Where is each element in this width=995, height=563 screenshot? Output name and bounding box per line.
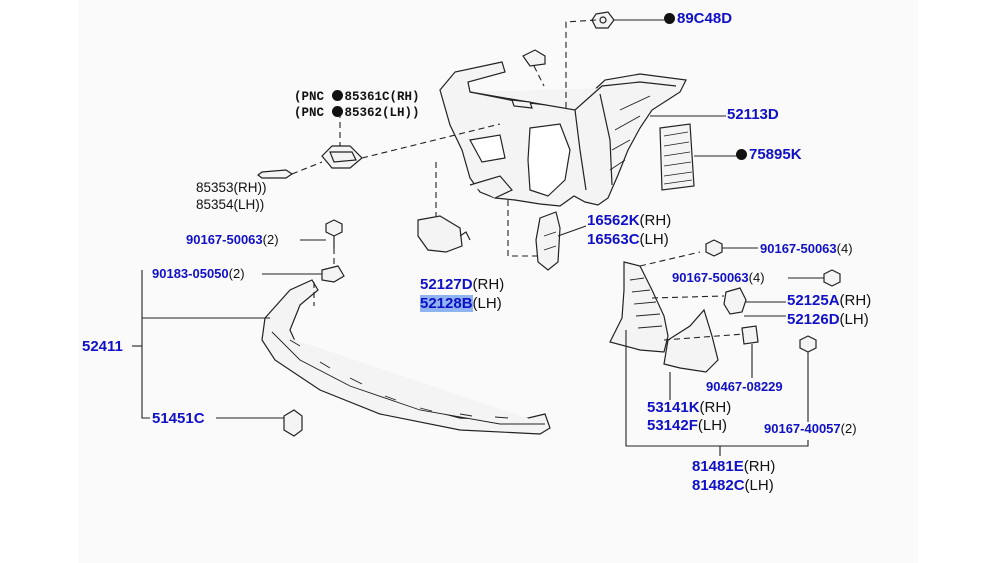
black-dot-icon <box>736 149 747 160</box>
black-dot-icon <box>331 106 343 117</box>
part-52125a[interactable]: 52125A <box>787 292 840 309</box>
bolt-left-part <box>325 219 343 248</box>
label-90167-50063-right-upper: 90167-50063(4) <box>760 240 853 258</box>
part-16562k[interactable]: 16562K <box>587 212 640 229</box>
rh-suffix: (RH) <box>743 458 776 475</box>
label-52126d: 52126D(LH) <box>787 311 869 329</box>
label-90167-50063-left: 90167-50063(2) <box>186 231 279 249</box>
part-85354[interactable]: 85354(LH)) <box>196 197 265 212</box>
sensor-retainer-part <box>321 145 363 169</box>
nut-hole <box>599 16 607 24</box>
label-90467-08229: 90467-08229 <box>706 378 783 396</box>
part-90167-50063-right-mid[interactable]: 90167-50063 <box>672 270 749 285</box>
label-85353: 85353(RH)) <box>196 179 267 197</box>
label-81482c: 81482C(LH) <box>692 477 774 495</box>
part-90467-08229[interactable]: 90467-08229 <box>706 379 783 394</box>
part-51451c[interactable]: 51451C <box>152 410 205 427</box>
label-90167-50063-right-mid: 90167-50063(4) <box>672 269 765 287</box>
lh-suffix: (LH) <box>744 477 774 494</box>
part-53142f[interactable]: 53142F <box>647 417 698 434</box>
lh-suffix: (LH) <box>839 311 869 328</box>
dashed-lines <box>291 19 745 341</box>
part-52126d[interactable]: 52126D <box>787 311 840 328</box>
rh-suffix: (RH) <box>472 276 505 293</box>
pnc-85361c[interactable]: 85361C(RH) <box>344 90 420 104</box>
sensor-retainer-inner <box>329 151 357 163</box>
part-90167-50063-right-upper[interactable]: 90167-50063 <box>760 241 837 256</box>
part-52113d[interactable]: 52113D <box>727 106 779 123</box>
part-90167-50063-left[interactable]: 90167-50063 <box>186 232 263 247</box>
black-dot-icon <box>331 90 343 101</box>
part-52128b[interactable]: 52128B <box>420 295 473 312</box>
lower-absorber-part <box>261 279 551 435</box>
label-pnc-85362: (PNC 85362(LH)) <box>294 104 420 122</box>
label-52128b: 52128B(LH) <box>420 295 502 313</box>
clip-90467-part <box>741 325 759 345</box>
label-52411: 52411 <box>82 338 123 356</box>
part-81482c[interactable]: 81482C <box>692 477 745 494</box>
label-52127d: 52127D(RH) <box>420 276 504 294</box>
label-75895k: 75895K <box>736 146 802 164</box>
bolt-40057-part <box>799 335 817 353</box>
black-dot-icon <box>664 13 675 24</box>
rh-suffix: (RH) <box>639 212 672 229</box>
side-grille-part <box>609 261 669 353</box>
label-89c48d: 89C48D <box>664 10 732 28</box>
bumper-cover-part <box>439 61 687 207</box>
pad-52113d-part <box>659 123 695 191</box>
pnc-85362[interactable]: 85362(LH)) <box>344 106 420 120</box>
part-75895k[interactable]: 75895K <box>749 146 802 163</box>
lh-suffix: (LH) <box>639 231 669 248</box>
clip-part <box>522 49 546 67</box>
label-16563c: 16563C(LH) <box>587 231 669 249</box>
sensor-part <box>257 169 294 179</box>
qty-suffix: (4) <box>836 241 853 256</box>
label-90167-40057: 90167-40057(2) <box>764 420 857 438</box>
rh-suffix: (RH) <box>699 399 732 416</box>
label-53142f: 53142F(LH) <box>647 417 727 435</box>
tow-hook-cover-part <box>417 215 463 253</box>
label-52113d: 52113D <box>727 106 779 124</box>
qty-suffix: (2) <box>840 421 857 436</box>
garnish-81481e-part <box>663 308 719 373</box>
label-51451c: 51451C <box>152 410 205 428</box>
pnc-prefix: (PNC <box>294 90 325 104</box>
label-52125a: 52125A(RH) <box>787 292 871 310</box>
pnc-prefix: (PNC <box>294 106 325 120</box>
label-81481e: 81481E(RH) <box>692 458 775 476</box>
label-53141k: 53141K(RH) <box>647 399 731 417</box>
bolt-right-upper-part <box>705 239 723 257</box>
qty-suffix: (4) <box>748 270 765 285</box>
rh-suffix: (RH) <box>839 292 872 309</box>
qty-suffix: (2) <box>228 266 245 281</box>
label-85354: 85354(LH)) <box>196 196 264 214</box>
lh-suffix: (LH) <box>697 417 728 434</box>
bracket-52125a-part <box>723 287 747 315</box>
side-bracket-part <box>535 211 561 271</box>
part-90183-05050[interactable]: 90183-05050 <box>152 266 229 281</box>
part-52411[interactable]: 52411 <box>82 338 123 355</box>
lh-suffix: (LH) <box>472 295 502 312</box>
part-81481e[interactable]: 81481E <box>692 458 744 475</box>
part-16563c[interactable]: 16563C <box>587 231 640 248</box>
qty-suffix: (2) <box>262 232 279 247</box>
label-pnc-85361c: (PNC 85361C(RH) <box>294 88 420 106</box>
clip-51451c-part <box>283 409 303 437</box>
label-90183-05050: 90183-05050(2) <box>152 265 245 283</box>
part-90167-40057[interactable]: 90167-40057 <box>764 421 841 436</box>
part-53141k[interactable]: 53141K <box>647 399 700 416</box>
clip-90183-part <box>321 265 345 283</box>
leader-lines <box>132 19 824 456</box>
part-85353[interactable]: 85353(RH)) <box>196 180 267 195</box>
part-89c48d[interactable]: 89C48D <box>677 10 733 27</box>
side-bracket-ribs <box>543 231 557 251</box>
part-52127d[interactable]: 52127D <box>420 276 473 293</box>
tow-hook-cover-tab <box>459 231 471 241</box>
bolt-right-mid-part <box>823 269 841 287</box>
label-16562k: 16562K(RH) <box>587 212 671 230</box>
